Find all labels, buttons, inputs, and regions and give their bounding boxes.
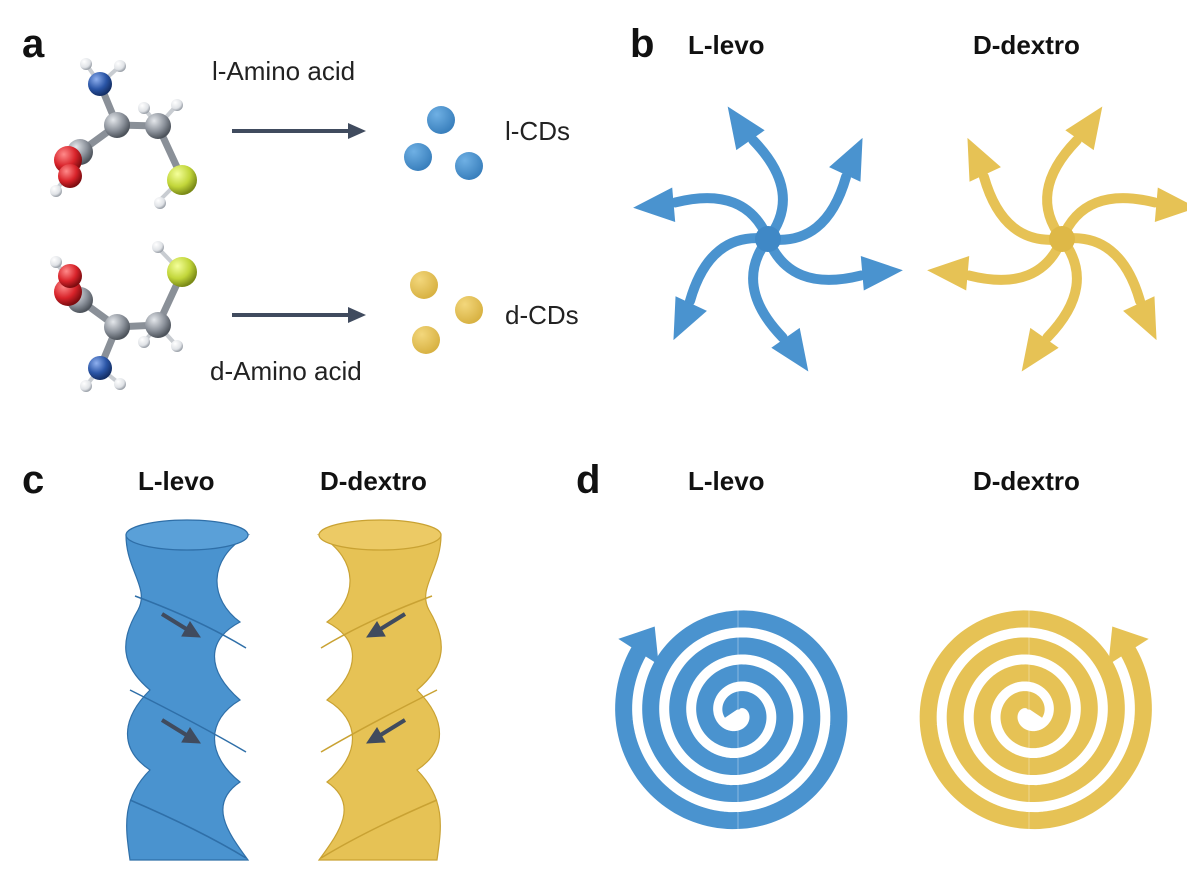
d-cd-dot <box>455 296 483 324</box>
panel-b-right-title: D-dextro <box>973 30 1080 60</box>
levo-pinwheel-center <box>755 226 781 252</box>
l-amino-acid-molecule <box>50 58 197 209</box>
d-cds-dots <box>410 271 483 354</box>
levo-twist-arrow <box>160 718 201 744</box>
oxygen-atom <box>58 264 82 288</box>
panel-b-left-title: L-levo <box>688 30 765 60</box>
panel-d-left-title: L-levo <box>688 466 765 496</box>
panel-c-left-title: L-levo <box>138 466 215 496</box>
dextro-helix-column <box>316 519 442 861</box>
levo-spiral-path <box>615 610 848 830</box>
levo-spiral-arrowhead <box>618 626 659 665</box>
panel-c-letter: c <box>22 458 45 502</box>
d-cd-dot <box>410 271 438 299</box>
dextro-pinwheel-center <box>1049 226 1075 252</box>
reaction-arrow-bottom <box>232 307 366 323</box>
levo-helix-column <box>125 519 251 861</box>
panel-d-right-title: D-dextro <box>973 466 1080 496</box>
l-cd-dot <box>427 106 455 134</box>
nitrogen-atom <box>88 72 112 96</box>
dextro-spiral-arrowhead <box>1108 626 1149 665</box>
levo-pinwheel <box>634 108 901 371</box>
l-cd-dot <box>404 143 432 171</box>
d-amino-acid-molecule <box>50 241 197 392</box>
reaction-arrow-top <box>232 123 366 139</box>
panel-d-letter: d <box>576 458 601 502</box>
d-cds-label: d-CDs <box>505 300 579 330</box>
d-amino-acid-label: d-Amino acid <box>210 356 362 386</box>
levo-spiral <box>615 588 848 838</box>
sulfur-atom <box>167 257 197 287</box>
nitrogen-atom <box>88 356 112 380</box>
panel-b-letter: b <box>630 22 655 66</box>
d-cd-dot <box>412 326 440 354</box>
dextro-twist-arrow <box>366 612 407 638</box>
carbon-atom <box>145 113 171 139</box>
sulfur-atom <box>167 165 197 195</box>
l-cd-dot <box>455 152 483 180</box>
carbon-atom <box>104 314 130 340</box>
dextro-spiral <box>919 588 1152 838</box>
panel-c-right-title: D-dextro <box>320 466 427 496</box>
carbon-atom <box>145 312 171 338</box>
dextro-twist-arrow <box>366 718 407 744</box>
l-amino-acid-label: l-Amino acid <box>212 56 356 86</box>
dextro-pinwheel <box>928 108 1187 371</box>
dextro-spiral-path <box>919 610 1152 830</box>
panel-a-letter: a <box>22 22 45 66</box>
oxygen-atom <box>58 164 82 188</box>
carbon-atom <box>104 112 130 138</box>
l-cds-dots <box>404 106 483 180</box>
l-cds-label: l-CDs <box>505 116 570 146</box>
levo-twist-arrow <box>160 612 201 638</box>
